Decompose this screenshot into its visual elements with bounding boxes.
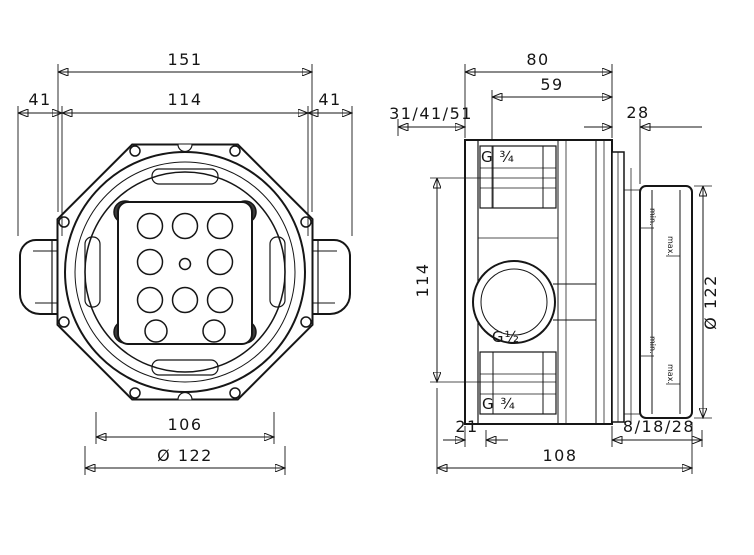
- dim-114-vertical: 114: [413, 177, 556, 382]
- function-block-outline: [117, 201, 253, 345]
- dim-108: 108: [436, 388, 692, 474]
- min-label: min.: [648, 208, 657, 226]
- front-view: 151 41 114 41 106 Ø 122: [17, 50, 352, 475]
- dim-label: 31/41/51: [389, 104, 473, 123]
- dim-label: Ø 122: [157, 446, 213, 465]
- dim-28: 28: [584, 103, 702, 184]
- dim-label: 8/18/28: [623, 417, 695, 436]
- dim-label: 80: [526, 50, 549, 69]
- dim-21: 21: [443, 417, 508, 447]
- bottom-connection: [479, 351, 557, 415]
- min-label: min.: [648, 336, 657, 354]
- side-view: min. max. min. max. G ¾ G½ G ¾ 80 59 31/…: [389, 50, 720, 474]
- dim-diameter-122-front: Ø 122: [84, 446, 285, 475]
- body-rim-circle: [74, 161, 296, 383]
- max-label: max.: [666, 364, 675, 384]
- dim-label: Ø 122: [701, 274, 720, 330]
- dim-106: 106: [95, 412, 274, 444]
- thread-bottom-label: G ¾: [482, 395, 516, 413]
- dim-41-right: 41: [308, 90, 352, 236]
- dim-label: 41: [28, 90, 51, 109]
- rib-slots: [84, 168, 286, 376]
- dim-label: 106: [167, 415, 202, 434]
- dim-114: 114: [61, 90, 308, 236]
- outlet-connection: [472, 260, 596, 344]
- dim-label: 114: [167, 90, 202, 109]
- dim-label: 151: [167, 50, 202, 69]
- cover-plate-outline: [639, 185, 693, 419]
- pipe-body: [312, 239, 351, 315]
- dim-80: 80: [464, 50, 612, 138]
- dim-label: 21: [455, 417, 478, 436]
- dim-151: 151: [57, 50, 312, 212]
- top-connection: [479, 145, 557, 209]
- dim-41-left: 41: [17, 90, 62, 236]
- flange-holes: [58, 145, 312, 399]
- dim-label: 108: [542, 446, 577, 465]
- dim-31-41-51: 31/41/51: [389, 104, 473, 136]
- thread-top-label: G ¾: [481, 148, 515, 166]
- right-pipe: [312, 239, 351, 315]
- max-label: max.: [666, 236, 675, 256]
- dim-label: 28: [626, 103, 649, 122]
- center-hole: [178, 257, 192, 271]
- dim-label: 59: [540, 75, 563, 94]
- outlet-circle: [472, 260, 556, 344]
- dim-diameter-122-side: Ø 122: [694, 185, 720, 418]
- back-flange: [611, 151, 632, 424]
- dim-8-18-28: 8/18/28: [611, 417, 702, 447]
- left-pipe: [19, 239, 58, 315]
- pipe-body: [19, 239, 58, 315]
- cover-plate: min. max. min. max.: [624, 185, 693, 419]
- dim-label: 114: [413, 262, 432, 297]
- dim-59: 59: [491, 75, 612, 139]
- body-outer-circle: [64, 151, 306, 393]
- thread-outlet-label: G½: [492, 328, 520, 346]
- function-block: [117, 201, 253, 345]
- dim-label: 41: [318, 90, 341, 109]
